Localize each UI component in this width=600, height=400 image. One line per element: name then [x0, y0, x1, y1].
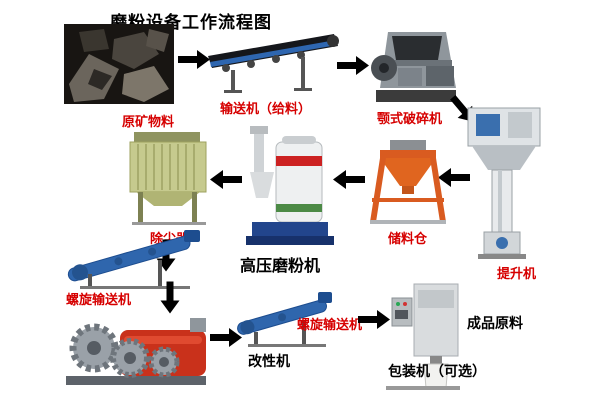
screw-conveyor-1-label: 螺旋输送机	[66, 293, 132, 308]
arrow-right-icon	[210, 328, 242, 347]
screw-conveyor-1-image	[58, 226, 203, 290]
conveyor-label: 输送机（给料）	[220, 102, 312, 117]
arrow-down-icon	[160, 281, 180, 314]
dust-collector-image	[126, 130, 212, 226]
storage-silo-image	[368, 138, 448, 226]
arrow-right-icon	[178, 50, 210, 69]
grinding-mill-image	[246, 124, 334, 250]
arrow-right-icon	[358, 310, 390, 329]
screw-conveyor-2-image	[232, 286, 334, 348]
arrow-down-right-icon	[445, 91, 480, 128]
belt-conveyor-image	[206, 26, 341, 96]
jaw-crusher-label: 颚式破碎机	[377, 112, 443, 127]
mill-label: 高压磨粉机	[240, 256, 321, 275]
arrow-left-icon	[333, 170, 365, 189]
modifier-machine-image	[60, 306, 212, 390]
jaw-crusher-image	[368, 20, 463, 106]
packing-machine-image	[384, 280, 464, 392]
raw-ore-image	[64, 24, 174, 104]
elevator-label: 提升机	[497, 267, 537, 282]
bucket-elevator-image	[462, 104, 547, 262]
arrow-left-icon	[210, 170, 242, 189]
silo-label: 储料仓	[388, 232, 428, 247]
modifier-label: 改性机	[248, 354, 290, 370]
arrow-left-icon	[438, 168, 470, 187]
raw-ore-label: 原矿物料	[122, 115, 175, 130]
packing-machine-label: 包装机（可选）	[388, 364, 486, 380]
screw-conveyor-2-label: 螺旋输送机	[297, 318, 363, 333]
arrow-right-icon	[337, 56, 369, 75]
finished-product-label: 成品原料	[467, 316, 523, 332]
